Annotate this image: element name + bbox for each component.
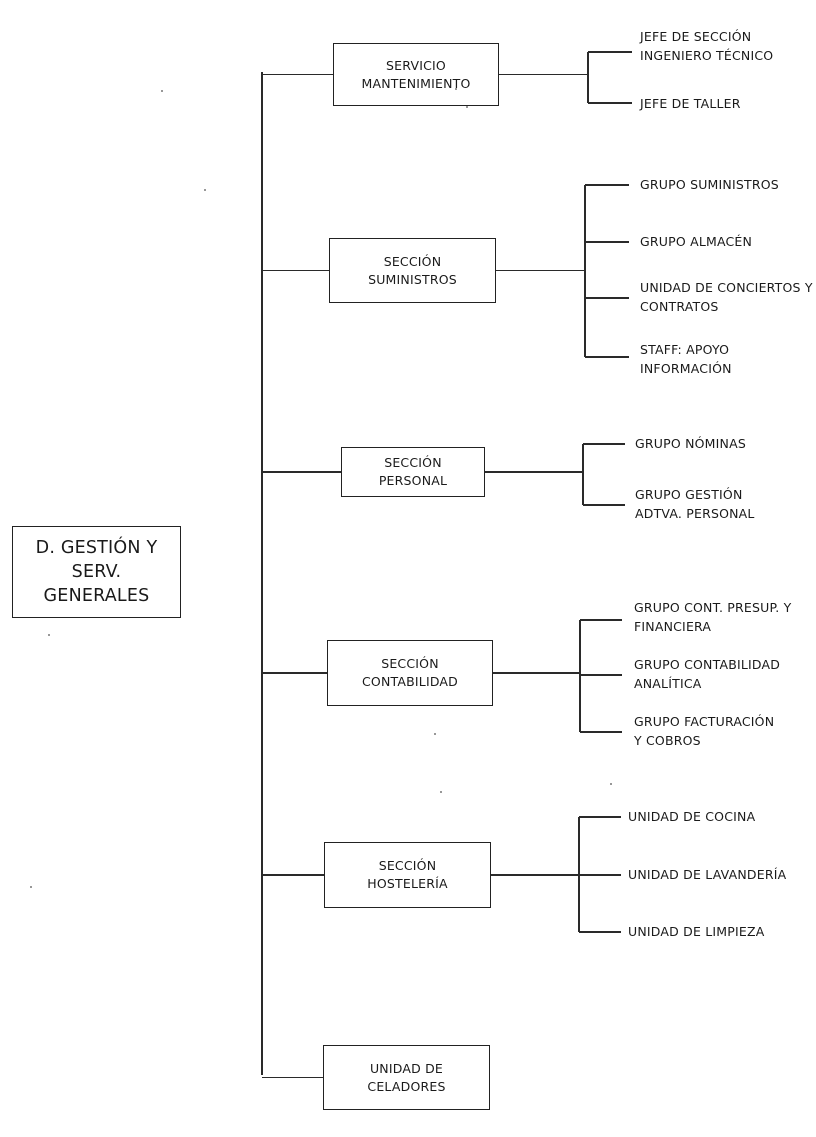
- child-unit-label-line: STAFF: APOYO: [640, 342, 730, 357]
- trunk-to-section-connector: [262, 269, 329, 272]
- child-unit-label-line: Y COBROS: [634, 733, 701, 748]
- section-box: SECCIÓN PERSONAL: [341, 447, 485, 497]
- child-unit-label: GRUPO GESTIÓN ADTVA. PERSONAL: [635, 485, 755, 523]
- child-unit-label: GRUPO SUMINISTROS: [640, 175, 779, 194]
- branch-line: [582, 444, 584, 505]
- section-box: SECCIÓN SUMINISTROS: [329, 238, 496, 303]
- child-unit-label-line: UNIDAD DE COCINA: [628, 809, 756, 824]
- child-unit-label-line: GRUPO SUMINISTROS: [640, 177, 779, 192]
- root-box-gestion-servicios-generales-line: GENERALES: [43, 586, 150, 606]
- branch-line: [584, 185, 586, 357]
- child-unit-label: JEFE DE SECCIÓN INGENIERO TÉCNICO: [640, 27, 773, 65]
- scan-speck: [204, 189, 206, 191]
- child-unit-label-line: GRUPO ALMACÉN: [640, 234, 753, 249]
- child-connector: [585, 297, 629, 299]
- section-box-line: MANTENIMIENTO: [361, 75, 471, 91]
- child-unit-label-line: GRUPO FACTURACIÓN: [634, 714, 775, 729]
- child-connector: [583, 504, 625, 506]
- branch-line: [587, 52, 589, 103]
- child-connector: [580, 619, 622, 621]
- child-connector: [580, 674, 622, 676]
- child-unit-label: UNIDAD DE COCINA: [628, 807, 755, 826]
- section-box-line: SECCIÓN: [378, 858, 437, 873]
- child-unit-label-line: GRUPO GESTIÓN: [635, 487, 743, 502]
- section-box-line: SUMINISTROS: [368, 271, 457, 287]
- trunk-to-section-connector: [262, 73, 333, 76]
- section-box: SERVICIO MANTENIMIENTO: [333, 43, 499, 106]
- child-connector: [580, 731, 622, 733]
- branch-line: [579, 620, 581, 732]
- child-unit-label: GRUPO FACTURACIÓN Y COBROS: [634, 712, 774, 750]
- child-unit-label-line: UNIDAD DE LIMPIEZA: [628, 924, 765, 939]
- child-unit-label-line: INGENIERO TÉCNICO: [640, 48, 774, 63]
- child-connector: [585, 241, 629, 243]
- child-connector: [585, 184, 629, 186]
- trunk-to-section-connector: [262, 471, 341, 473]
- child-unit-label-line: INFORMACIÓN: [640, 361, 732, 376]
- root-box-gestion-servicios-generales-line: D. GESTIÓN Y: [35, 538, 158, 558]
- trunk-to-section-connector: [262, 874, 324, 876]
- scan-speck: [610, 783, 612, 785]
- section-box-line: UNIDAD DE: [369, 1060, 444, 1076]
- child-connector: [579, 874, 621, 876]
- child-connector: [579, 816, 621, 818]
- scan-speck: [434, 733, 436, 735]
- section-box-line: SECCIÓN: [384, 455, 442, 470]
- child-unit-label: UNIDAD DE LIMPIEZA: [628, 922, 765, 941]
- child-connector: [585, 356, 629, 358]
- section-box-line: SECCIÓN: [383, 253, 442, 269]
- child-connector: [588, 102, 632, 104]
- scan-speck: [455, 88, 457, 90]
- child-unit-label: GRUPO ALMACÉN: [640, 232, 752, 251]
- scan-speck: [440, 791, 442, 793]
- scan-speck: [48, 634, 50, 636]
- child-unit-label-line: FINANCIERA: [634, 619, 712, 634]
- child-unit-label-line: JEFE DE TALLER: [640, 96, 741, 111]
- section-box: UNIDAD DE CELADORES: [323, 1045, 490, 1110]
- child-unit-label: STAFF: APOYO INFORMACIÓN: [640, 340, 732, 378]
- root-box-gestion-servicios-generales: D. GESTIÓN Y SERV. GENERALES: [12, 526, 181, 618]
- section-to-branch-connector: [496, 269, 585, 272]
- child-unit-label: UNIDAD DE LAVANDERÍA: [628, 865, 786, 884]
- child-unit-label-line: ADTVA. PERSONAL: [635, 506, 755, 521]
- section-to-branch-connector: [499, 73, 588, 76]
- scan-speck: [30, 886, 32, 888]
- section-box-line: SECCIÓN: [381, 656, 439, 671]
- child-unit-label-line: GRUPO NÓMINAS: [635, 436, 746, 451]
- section-box-line: SERVICIO: [386, 57, 446, 73]
- child-unit-label-line: ANALÍTICA: [634, 676, 702, 691]
- scan-speck: [161, 90, 163, 92]
- root-box-gestion-servicios-generales-line: SERV.: [71, 562, 122, 582]
- child-unit-label-line: UNIDAD DE LAVANDERÍA: [628, 867, 787, 882]
- child-unit-label-line: UNIDAD DE CONCIERTOS Y: [640, 280, 813, 295]
- child-unit-label: JEFE DE TALLER: [640, 94, 741, 113]
- child-unit-label-line: JEFE DE SECCIÓN: [640, 29, 752, 44]
- child-unit-label: GRUPO CONTABILIDAD ANALÍTICA: [634, 655, 780, 693]
- child-unit-label: UNIDAD DE CONCIERTOS Y CONTRATOS: [640, 278, 813, 316]
- section-box: SECCIÓN HOSTELERÍA: [324, 842, 491, 908]
- child-unit-label-line: CONTRATOS: [640, 299, 719, 314]
- child-connector: [583, 443, 625, 445]
- trunk-line: [261, 72, 263, 1075]
- section-box-line: CELADORES: [367, 1078, 446, 1094]
- section-to-branch-connector: [485, 471, 583, 473]
- child-unit-label: GRUPO NÓMINAS: [635, 434, 746, 453]
- section-box-line: CONTABILIDAD: [361, 674, 459, 689]
- scan-speck: [466, 106, 468, 108]
- section-to-branch-connector: [491, 874, 579, 876]
- section-to-branch-connector: [493, 672, 580, 674]
- section-box-line: HOSTELERÍA: [367, 876, 448, 891]
- child-connector: [588, 51, 632, 53]
- child-unit-label-line: GRUPO CONTABILIDAD: [634, 657, 781, 672]
- section-box-line: PERSONAL: [378, 473, 448, 488]
- child-unit-label-line: GRUPO CONT. PRESUP. Y: [634, 600, 792, 615]
- section-box: SECCIÓN CONTABILIDAD: [327, 640, 493, 706]
- child-unit-label: GRUPO CONT. PRESUP. Y FINANCIERA: [634, 598, 791, 636]
- trunk-to-section-connector: [262, 672, 327, 674]
- trunk-to-section-connector: [262, 1076, 323, 1079]
- child-connector: [579, 931, 621, 933]
